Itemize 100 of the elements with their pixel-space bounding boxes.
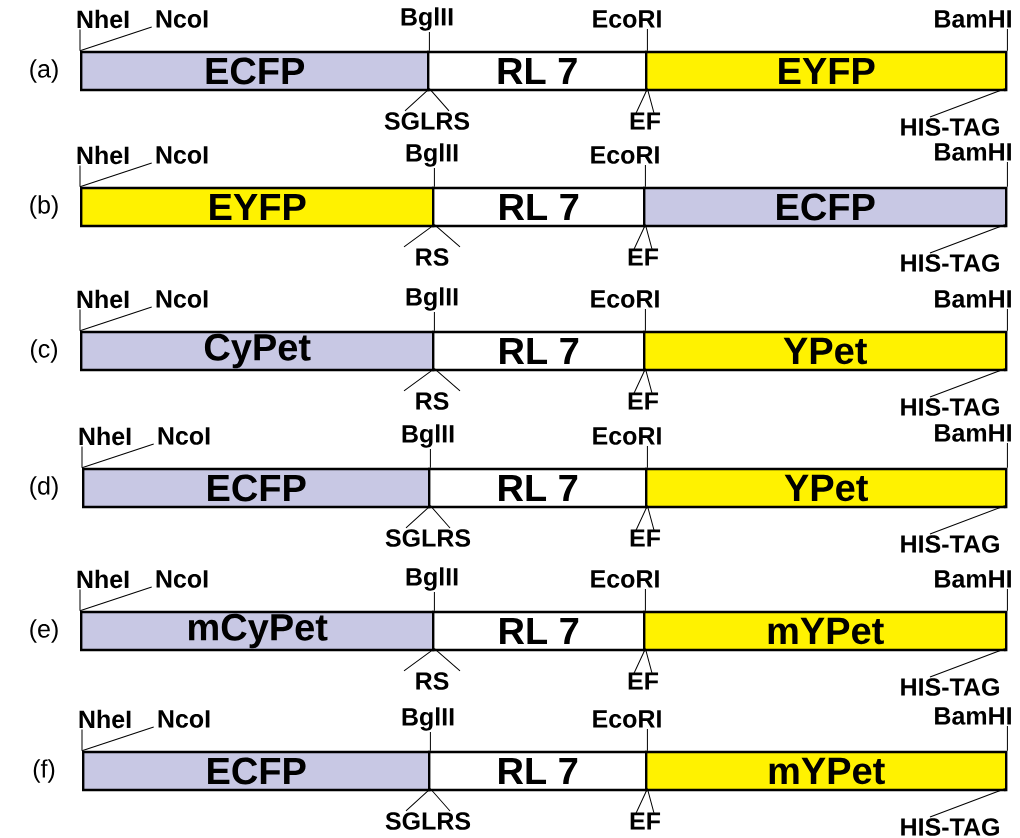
leader-line — [81, 726, 155, 752]
construct-segment: EYFP — [645, 50, 1008, 92]
site-label: NheI — [77, 145, 129, 165]
site-label: EcoRI — [593, 710, 661, 728]
leader-line — [79, 162, 153, 188]
leader-line — [929, 648, 1006, 678]
leader-line — [79, 164, 81, 188]
leader-line — [1006, 161, 1008, 188]
construct-segment: mYPet — [645, 750, 1008, 792]
construct-segment: mCyPet — [80, 610, 435, 652]
construct-segment: RL 7 — [432, 330, 646, 372]
site-label: BamHI — [935, 707, 1011, 725]
site-label: EF — [628, 672, 659, 690]
site-label: HIS-TAG — [901, 818, 999, 836]
construct-segment: ECFP — [643, 186, 1008, 228]
leader-line — [404, 88, 450, 112]
leader-line — [929, 368, 1006, 398]
row-label: (a) — [30, 59, 58, 83]
leader-line — [433, 311, 435, 332]
leader-line — [1006, 28, 1008, 52]
site-label: NcoI — [156, 290, 208, 308]
site-label: BglII — [401, 7, 453, 31]
leader-line — [433, 167, 435, 188]
leader-line — [929, 224, 1006, 254]
leader-line — [81, 445, 83, 469]
construct-segment: RL 7 — [428, 750, 648, 792]
leader-line — [403, 368, 461, 392]
leader-line — [646, 445, 648, 469]
site-label: EcoRI — [591, 146, 659, 164]
construct-segment: EYFP — [80, 186, 435, 228]
leader-line — [428, 31, 430, 52]
site-label: BglII — [406, 567, 458, 591]
leader-line — [403, 224, 461, 248]
site-label: BglII — [406, 287, 458, 311]
site-label: HIS-TAG — [901, 254, 999, 272]
site-label: NheI — [77, 569, 129, 589]
leader-line — [644, 308, 646, 332]
row-label: (e) — [30, 619, 58, 643]
leader-line — [79, 308, 81, 332]
leader-line — [79, 588, 81, 612]
leader-line — [644, 588, 646, 612]
leader-line — [79, 306, 153, 332]
site-label: SGLRS — [385, 529, 471, 547]
leader-line — [429, 731, 431, 752]
site-label: RS — [416, 672, 449, 690]
site-label: SGLRS — [385, 812, 471, 830]
leader-line — [1006, 442, 1008, 469]
leader-line — [79, 586, 153, 612]
construct-segment: YPet — [645, 467, 1008, 509]
site-label: NheI — [77, 9, 129, 29]
leader-line — [79, 26, 153, 52]
site-label: HIS-TAG — [901, 398, 999, 416]
site-label: BglII — [402, 707, 454, 731]
construct-segment: CyPet — [80, 330, 435, 372]
site-label: EF — [628, 248, 659, 266]
leader-line — [635, 505, 655, 531]
leader-line — [405, 788, 451, 812]
site-label: NcoI — [158, 427, 210, 445]
leader-line — [1006, 588, 1008, 612]
site-label: EF — [630, 112, 661, 130]
construct-segment: mYPet — [643, 610, 1008, 652]
site-label: EcoRI — [593, 427, 661, 445]
leader-line — [646, 728, 648, 752]
site-label: EcoRI — [591, 290, 659, 308]
site-label: BamHI — [935, 143, 1011, 161]
site-label: NcoI — [156, 146, 208, 164]
site-label: EcoRI — [593, 10, 661, 28]
site-label: EF — [630, 529, 661, 547]
leader-line — [633, 224, 653, 250]
row-label: (c) — [31, 339, 58, 363]
site-label: BglII — [402, 424, 454, 448]
leader-line — [81, 443, 155, 469]
row-label: (f) — [33, 759, 55, 783]
leader-line — [1006, 725, 1008, 752]
site-label: NheI — [79, 426, 131, 446]
site-label: NcoI — [158, 710, 210, 728]
site-label: RS — [416, 392, 449, 410]
leader-line — [929, 788, 1006, 818]
site-label: SGLRS — [384, 112, 470, 130]
site-label: HIS-TAG — [901, 678, 999, 696]
site-label: NcoI — [156, 10, 208, 28]
leader-line — [633, 368, 653, 394]
leader-line — [644, 164, 646, 188]
site-label: BamHI — [935, 290, 1011, 308]
site-label: EF — [628, 392, 659, 410]
construct-segment: YPet — [643, 330, 1008, 372]
leader-line — [635, 88, 655, 114]
site-label: BamHI — [935, 570, 1011, 588]
leader-line — [633, 648, 653, 674]
construct-segment: ECFP — [82, 467, 431, 509]
construct-segment: ECFP — [80, 50, 430, 92]
leader-line — [429, 448, 431, 469]
site-label: BglII — [406, 143, 458, 167]
leader-line — [405, 505, 451, 529]
site-label: NcoI — [156, 570, 208, 588]
construct-segment: RL 7 — [432, 610, 646, 652]
row-label: (b) — [30, 195, 58, 219]
construct-segment: RL 7 — [427, 50, 648, 92]
leader-line — [79, 28, 81, 52]
site-label: BamHI — [935, 10, 1011, 28]
